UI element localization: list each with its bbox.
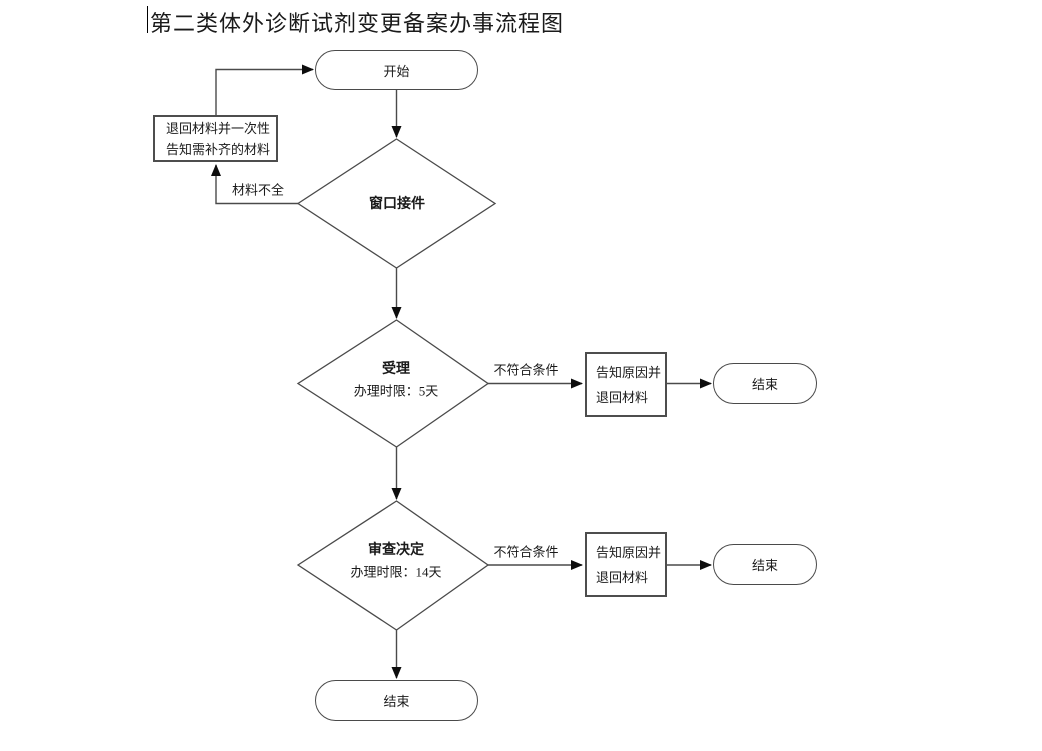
- notify-return-1-line2: 退回材料: [596, 389, 649, 405]
- end-node-right-2: 结束: [713, 544, 817, 585]
- end-label-right-2: 结束: [751, 558, 778, 573]
- return-materials-box: 退回材料并一次性 告知需补齐的材料: [153, 115, 278, 162]
- start-label: 开始: [383, 63, 410, 79]
- acceptance-sublabel: 办理时限：5天: [353, 383, 439, 399]
- review-label: 审查决定: [368, 543, 424, 558]
- page-title: 第二类体外诊断试剂变更备案办事流程图: [150, 11, 565, 36]
- start-node: 开始: [315, 50, 478, 90]
- notify-return-2-line2: 退回材料: [596, 569, 649, 585]
- edge-label-not-meet-2: 不符合条件: [493, 544, 559, 560]
- end-label-right-1: 结束: [751, 377, 778, 392]
- end-label-final: 结束: [383, 694, 410, 709]
- decision-review: [296, 500, 490, 631]
- decision-acceptance: [296, 319, 490, 448]
- decision-window-intake: [296, 138, 497, 269]
- edge-label-materials-incomplete: 材料不全: [231, 182, 285, 198]
- window-intake-label: 窗口接件: [369, 197, 425, 212]
- return-materials-line2: 告知需补齐的材料: [166, 141, 271, 157]
- notify-return-box-1: 告知原因并 退回材料: [585, 352, 667, 417]
- edge-return-to-start: [215, 64, 314, 116]
- end-node-right-1: 结束: [713, 363, 817, 404]
- acceptance-label: 受理: [382, 362, 410, 377]
- edge-intake-to-return: [211, 164, 298, 205]
- return-materials-line1: 退回材料并一次性: [166, 120, 271, 136]
- edge-label-not-meet-1: 不符合条件: [493, 362, 559, 378]
- notify-return-2-line1: 告知原因并: [596, 544, 662, 560]
- end-node-final: 结束: [315, 680, 478, 721]
- text-cursor: [147, 6, 148, 33]
- review-sublabel: 办理时限：14天: [350, 564, 442, 580]
- notify-return-1-line1: 告知原因并: [596, 364, 662, 380]
- notify-return-box-2: 告知原因并 退回材料: [585, 532, 667, 597]
